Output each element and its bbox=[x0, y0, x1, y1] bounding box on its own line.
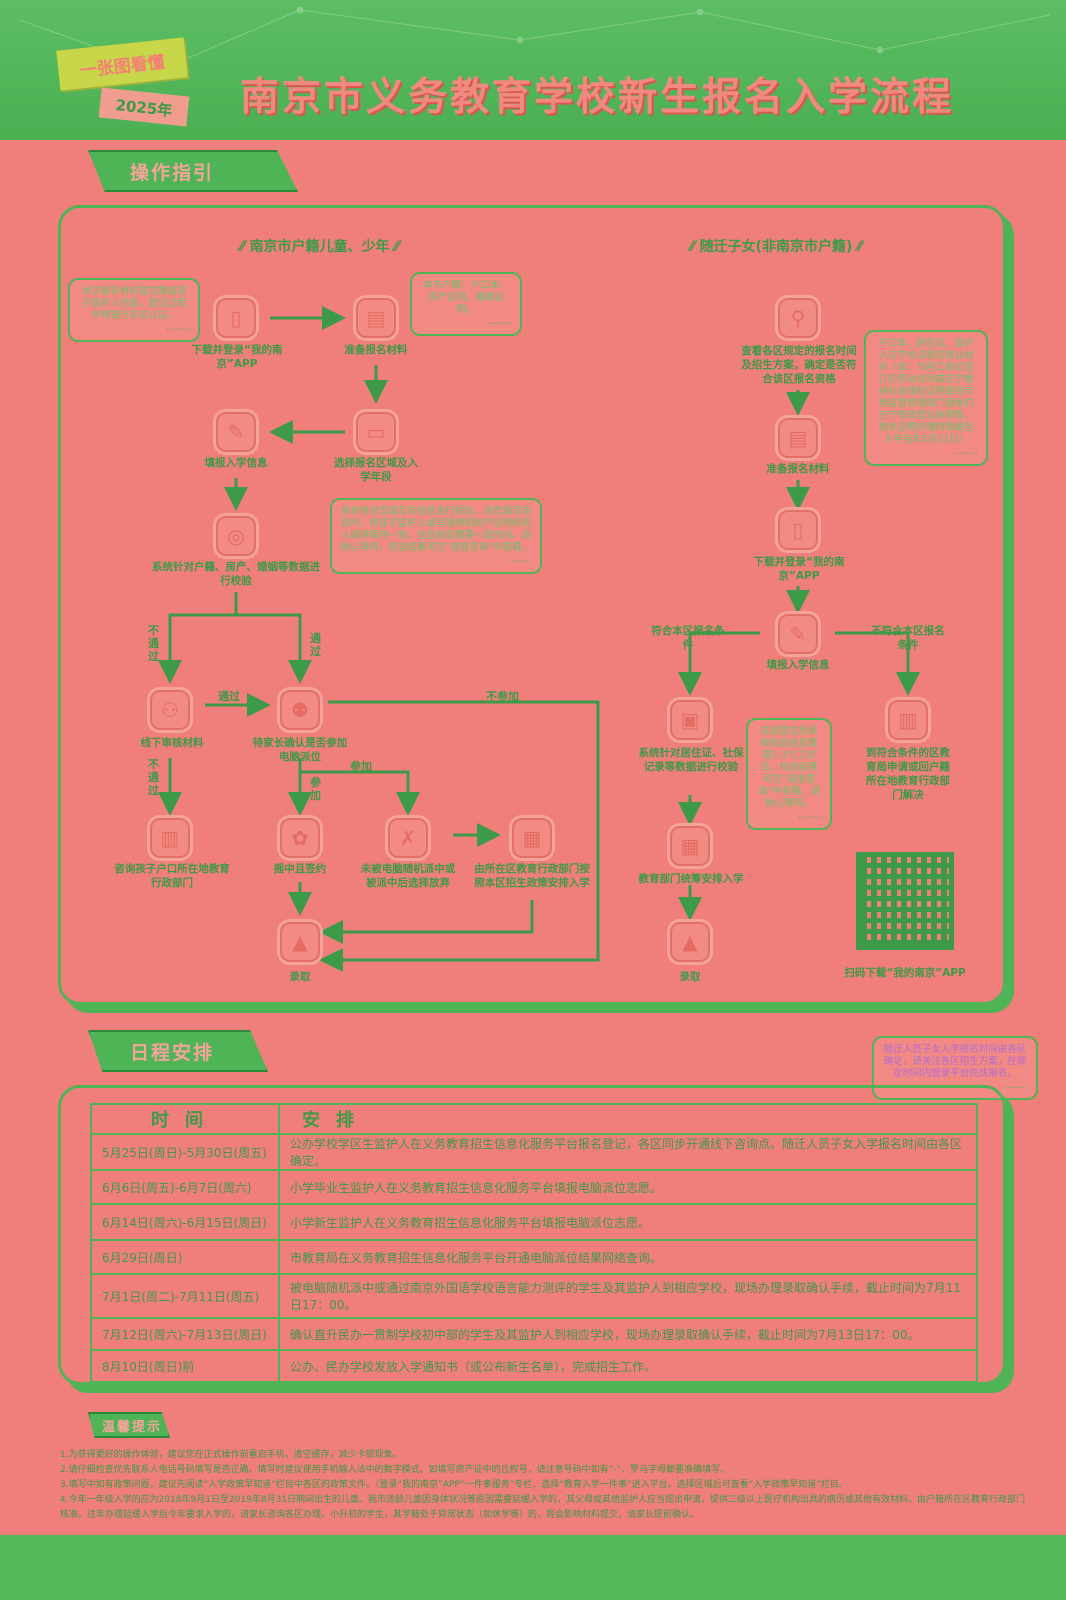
note-migrant-materials: 户口本、居住证、监护人在宁合法稳定就业材料（如：与用工单位签订的劳动合同或在宁缴… bbox=[864, 330, 988, 466]
graduation-cap-icon: ▲ bbox=[280, 922, 320, 962]
tip-item: 4.今年一年级入学的应为2018年9月1日至2019年8月31日期间出生的儿童。… bbox=[60, 1495, 1026, 1520]
right-heading-text: 随迁子女(非南京市户籍) bbox=[699, 239, 853, 255]
cell-text: 小学新生监护人在义务教育招生信息化服务平台填报电脑派位志愿。 bbox=[278, 1203, 978, 1241]
form-icon-2: ✎ bbox=[778, 614, 818, 654]
cell-time: 6月6日(周五)-6月7日(周六) bbox=[90, 1169, 280, 1205]
qr-caption: 扫码下载“我的南京”APP bbox=[844, 967, 966, 979]
tips-list: 1.为获得更好的操作体验，建议您在正式操作前重启手机，清空缓存，减少卡顿现象。 … bbox=[60, 1448, 1030, 1523]
tip-item: 2.请仔细检查优先联系人电话号码填写是否正确。填写时建议使用手机输入法中的数字模… bbox=[60, 1465, 730, 1475]
label-cond-no: 不符合本区报名条件 bbox=[871, 625, 945, 651]
label-pass: 通过 bbox=[310, 632, 321, 658]
step-system-verify: 系统针对户籍、房产、婚姻等数据进行校验 bbox=[152, 561, 320, 587]
flow-arrows bbox=[158, 306, 920, 972]
table-row: 5月25日(周日)-5月30日(周五)公办学校学区生监护人在义务教育招生信息化服… bbox=[90, 1133, 978, 1171]
note-local-materials: 本市户籍：户口本、房产证明、婚姻证明。 bbox=[410, 272, 522, 336]
cell-text: 被电脑随机派中或通过南京外国语学校语言能力测评的学生及其监护人到相应学校，现场办… bbox=[278, 1273, 978, 1319]
table-row: 6月6日(周五)-6月7日(周六)小学毕业生监护人在义务教育招生信息化服务平台填… bbox=[90, 1169, 978, 1205]
check-icon: ◎ bbox=[216, 516, 256, 556]
label-pass-2: 通过 bbox=[218, 690, 240, 703]
step-download-app: 下载并登录“我的南京”APP bbox=[191, 344, 283, 370]
step-confirm-lottery: 待家长确认是否参加电脑派位 bbox=[252, 737, 348, 763]
label-not-pass: 不通过 bbox=[148, 624, 159, 663]
step-consult: 咨询孩子户口所在地教育行政部门 bbox=[114, 863, 230, 889]
note-verify: 系统将对您填写的信息进行校验，请您填写信息时，将孩子监护人填写顺序和房产证明权利… bbox=[330, 498, 542, 574]
step-admit-2: 录取 bbox=[679, 971, 701, 983]
step-verify-residence: 系统针对居住证、社保记录等数据进行校验 bbox=[638, 747, 744, 773]
book-icon: ▦ bbox=[512, 818, 552, 858]
header-time: 时间 bbox=[90, 1103, 280, 1135]
flow-panel bbox=[58, 205, 1006, 1005]
lottery-icon: ✿ bbox=[280, 818, 320, 858]
note-migrant-schedule: 随迁人员子女入学报名时间由各区确定，请关注各区招生方案，在规定时间内登录平台完成… bbox=[872, 1036, 1038, 1100]
cell-time: 6月29日(周日) bbox=[90, 1239, 280, 1275]
step-prepare-materials-2: 准备报名材料 bbox=[766, 463, 830, 475]
label-cond-yes: 符合本区报名条件 bbox=[651, 625, 725, 651]
label-join-2: 参加 bbox=[310, 776, 321, 802]
step-arrange-school: 教育部门统筹安排入学 bbox=[638, 873, 744, 885]
reviewer-icon: ⚇ bbox=[150, 690, 190, 730]
step-lottery-win: 摇中且签约 bbox=[273, 863, 327, 875]
step-check-eligibility: 查看各区规定的报名时间及招生方案，确定是否符合该区报名资格 bbox=[741, 345, 857, 385]
id-card-icon: ▣ bbox=[670, 700, 710, 740]
header-arrange: 安排 bbox=[278, 1103, 978, 1135]
note-realname: 本次报名材料提交需由孩子监护人完成，登记过程中将进行实名认证。 bbox=[68, 278, 200, 342]
left-heading: ⁄⁄ 南京市户籍儿童、少年 ⁄⁄ bbox=[240, 239, 400, 255]
cell-time: 8月10日(周日)前 bbox=[90, 1349, 280, 1383]
document-icon: ▤ bbox=[356, 298, 396, 338]
step-select-area: 选择报名区域及入学年段 bbox=[334, 457, 418, 483]
cell-text: 确认直升民办一贯制学校初中部的学生及其监护人到相应学校，现场办理录取确认手续，截… bbox=[278, 1317, 978, 1351]
building-icon: ▥ bbox=[150, 818, 190, 858]
book-icon-2: ▦ bbox=[670, 826, 710, 866]
tip-item: 1.为获得更好的操作体验，建议您在正式操作前重启手机，清空缓存，减少卡顿现象。 bbox=[60, 1450, 402, 1460]
folder-icon: ▭ bbox=[356, 412, 396, 452]
cell-text: 小学毕业生监护人在义务教育招生信息化服务平台填报电脑派位志愿。 bbox=[278, 1169, 978, 1205]
step-download-app-2: 下载并登录“我的南京”APP bbox=[753, 556, 845, 582]
document-icon-2: ▤ bbox=[778, 418, 818, 458]
cell-time: 7月1日(周二)-7月11日(周五) bbox=[90, 1273, 280, 1319]
cell-text: 公办、民办学校发放入学通知书（或公布新生名单），完成招生工作。 bbox=[278, 1349, 978, 1383]
phone-icon: ▯ bbox=[216, 298, 256, 338]
office-icon: ▥ bbox=[888, 700, 928, 740]
note-verify-days: 信息提交后系统校验信息需要1-3个工作日，校验结果可在“进度查询”中查看，请耐心… bbox=[746, 718, 832, 830]
tip-item: 3.填写中如有政策问题，建议先阅读“入学政策早知道”栏目中各区的政策文件。（登录… bbox=[60, 1480, 848, 1490]
family-icon: ⚉ bbox=[280, 690, 320, 730]
label-join: 参加 bbox=[350, 760, 372, 773]
phone-icon-2: ▯ bbox=[778, 510, 818, 550]
right-heading: ⁄⁄ 随迁子女(非南京市户籍) ⁄⁄ bbox=[690, 239, 862, 255]
schedule-panel bbox=[58, 1085, 1006, 1385]
step-fill-info: 填报入学信息 bbox=[204, 457, 268, 469]
table-row: 7月12日(周六)-7月13日(周日)确认直升民办一贯制学校初中部的学生及其监护… bbox=[90, 1317, 978, 1351]
step-apply-district: 到符合条件的区教育局申请或回户籍所在地教育行政部门解决 bbox=[866, 747, 950, 801]
cell-time: 7月12日(周六)-7月13日(周日) bbox=[90, 1317, 280, 1351]
form-icon: ✎ bbox=[216, 412, 256, 452]
cell-text: 公办学校学区生监护人在义务教育招生信息化服务平台报名登记，各区同步开通线下咨询点… bbox=[278, 1133, 978, 1171]
table-row: 8月10日(周日)前公办、民办学校发放入学通知书（或公布新生名单），完成招生工作… bbox=[90, 1349, 978, 1383]
qr-code[interactable] bbox=[856, 852, 954, 950]
label-not-join: 不参加 bbox=[486, 690, 519, 703]
cell-text: 市教育局在义务教育招生信息化服务平台开通电脑派位结果网络查询。 bbox=[278, 1239, 978, 1275]
table-row: 6月29日(周日)市教育局在义务教育招生信息化服务平台开通电脑派位结果网络查询。 bbox=[90, 1239, 978, 1275]
step-offline-review: 线下审核材料 bbox=[140, 737, 204, 749]
tips-title: 温馨提示 bbox=[88, 1412, 170, 1438]
label-not-pass-2: 不通过 bbox=[148, 758, 159, 797]
page-title: 南京市义务教育学校新生报名入学流程 bbox=[240, 75, 955, 120]
table-row: 6月14日(周六)-6月15日(周日)小学新生监护人在义务教育招生信息化服务平台… bbox=[90, 1203, 978, 1241]
step-prepare-materials: 准备报名材料 bbox=[344, 344, 408, 356]
schedule-table: 时间 安排 5月25日(周日)-5月30日(周五)公办学校学区生监护人在义务教育… bbox=[90, 1103, 978, 1383]
graduation-cap-icon-2: ▲ bbox=[670, 922, 710, 962]
cell-time: 6月14日(周六)-6月15日(周日) bbox=[90, 1203, 280, 1241]
user-check-icon: ⚲ bbox=[778, 298, 818, 338]
giveup-icon: ✗ bbox=[388, 818, 428, 858]
left-heading-text: 南京市户籍儿童、少年 bbox=[249, 239, 390, 255]
schedule-header-row: 时间 安排 bbox=[90, 1103, 978, 1135]
step-fill-info-2: 填报入学信息 bbox=[766, 659, 830, 671]
footer-banner bbox=[0, 1535, 1066, 1600]
section-schedule: 日程安排 bbox=[88, 1030, 268, 1072]
cell-time: 5月25日(周日)-5月30日(周五) bbox=[90, 1133, 280, 1171]
step-district-arrange: 由所在区教育行政部门按照本区招生政策安排入学 bbox=[474, 863, 590, 889]
step-not-selected: 未被电脑随机派中或被派中后选择放弃 bbox=[360, 863, 456, 889]
table-row: 7月1日(周二)-7月11日(周五)被电脑随机派中或通过南京外国语学校语言能力测… bbox=[90, 1273, 978, 1319]
step-admit: 录取 bbox=[289, 971, 311, 983]
